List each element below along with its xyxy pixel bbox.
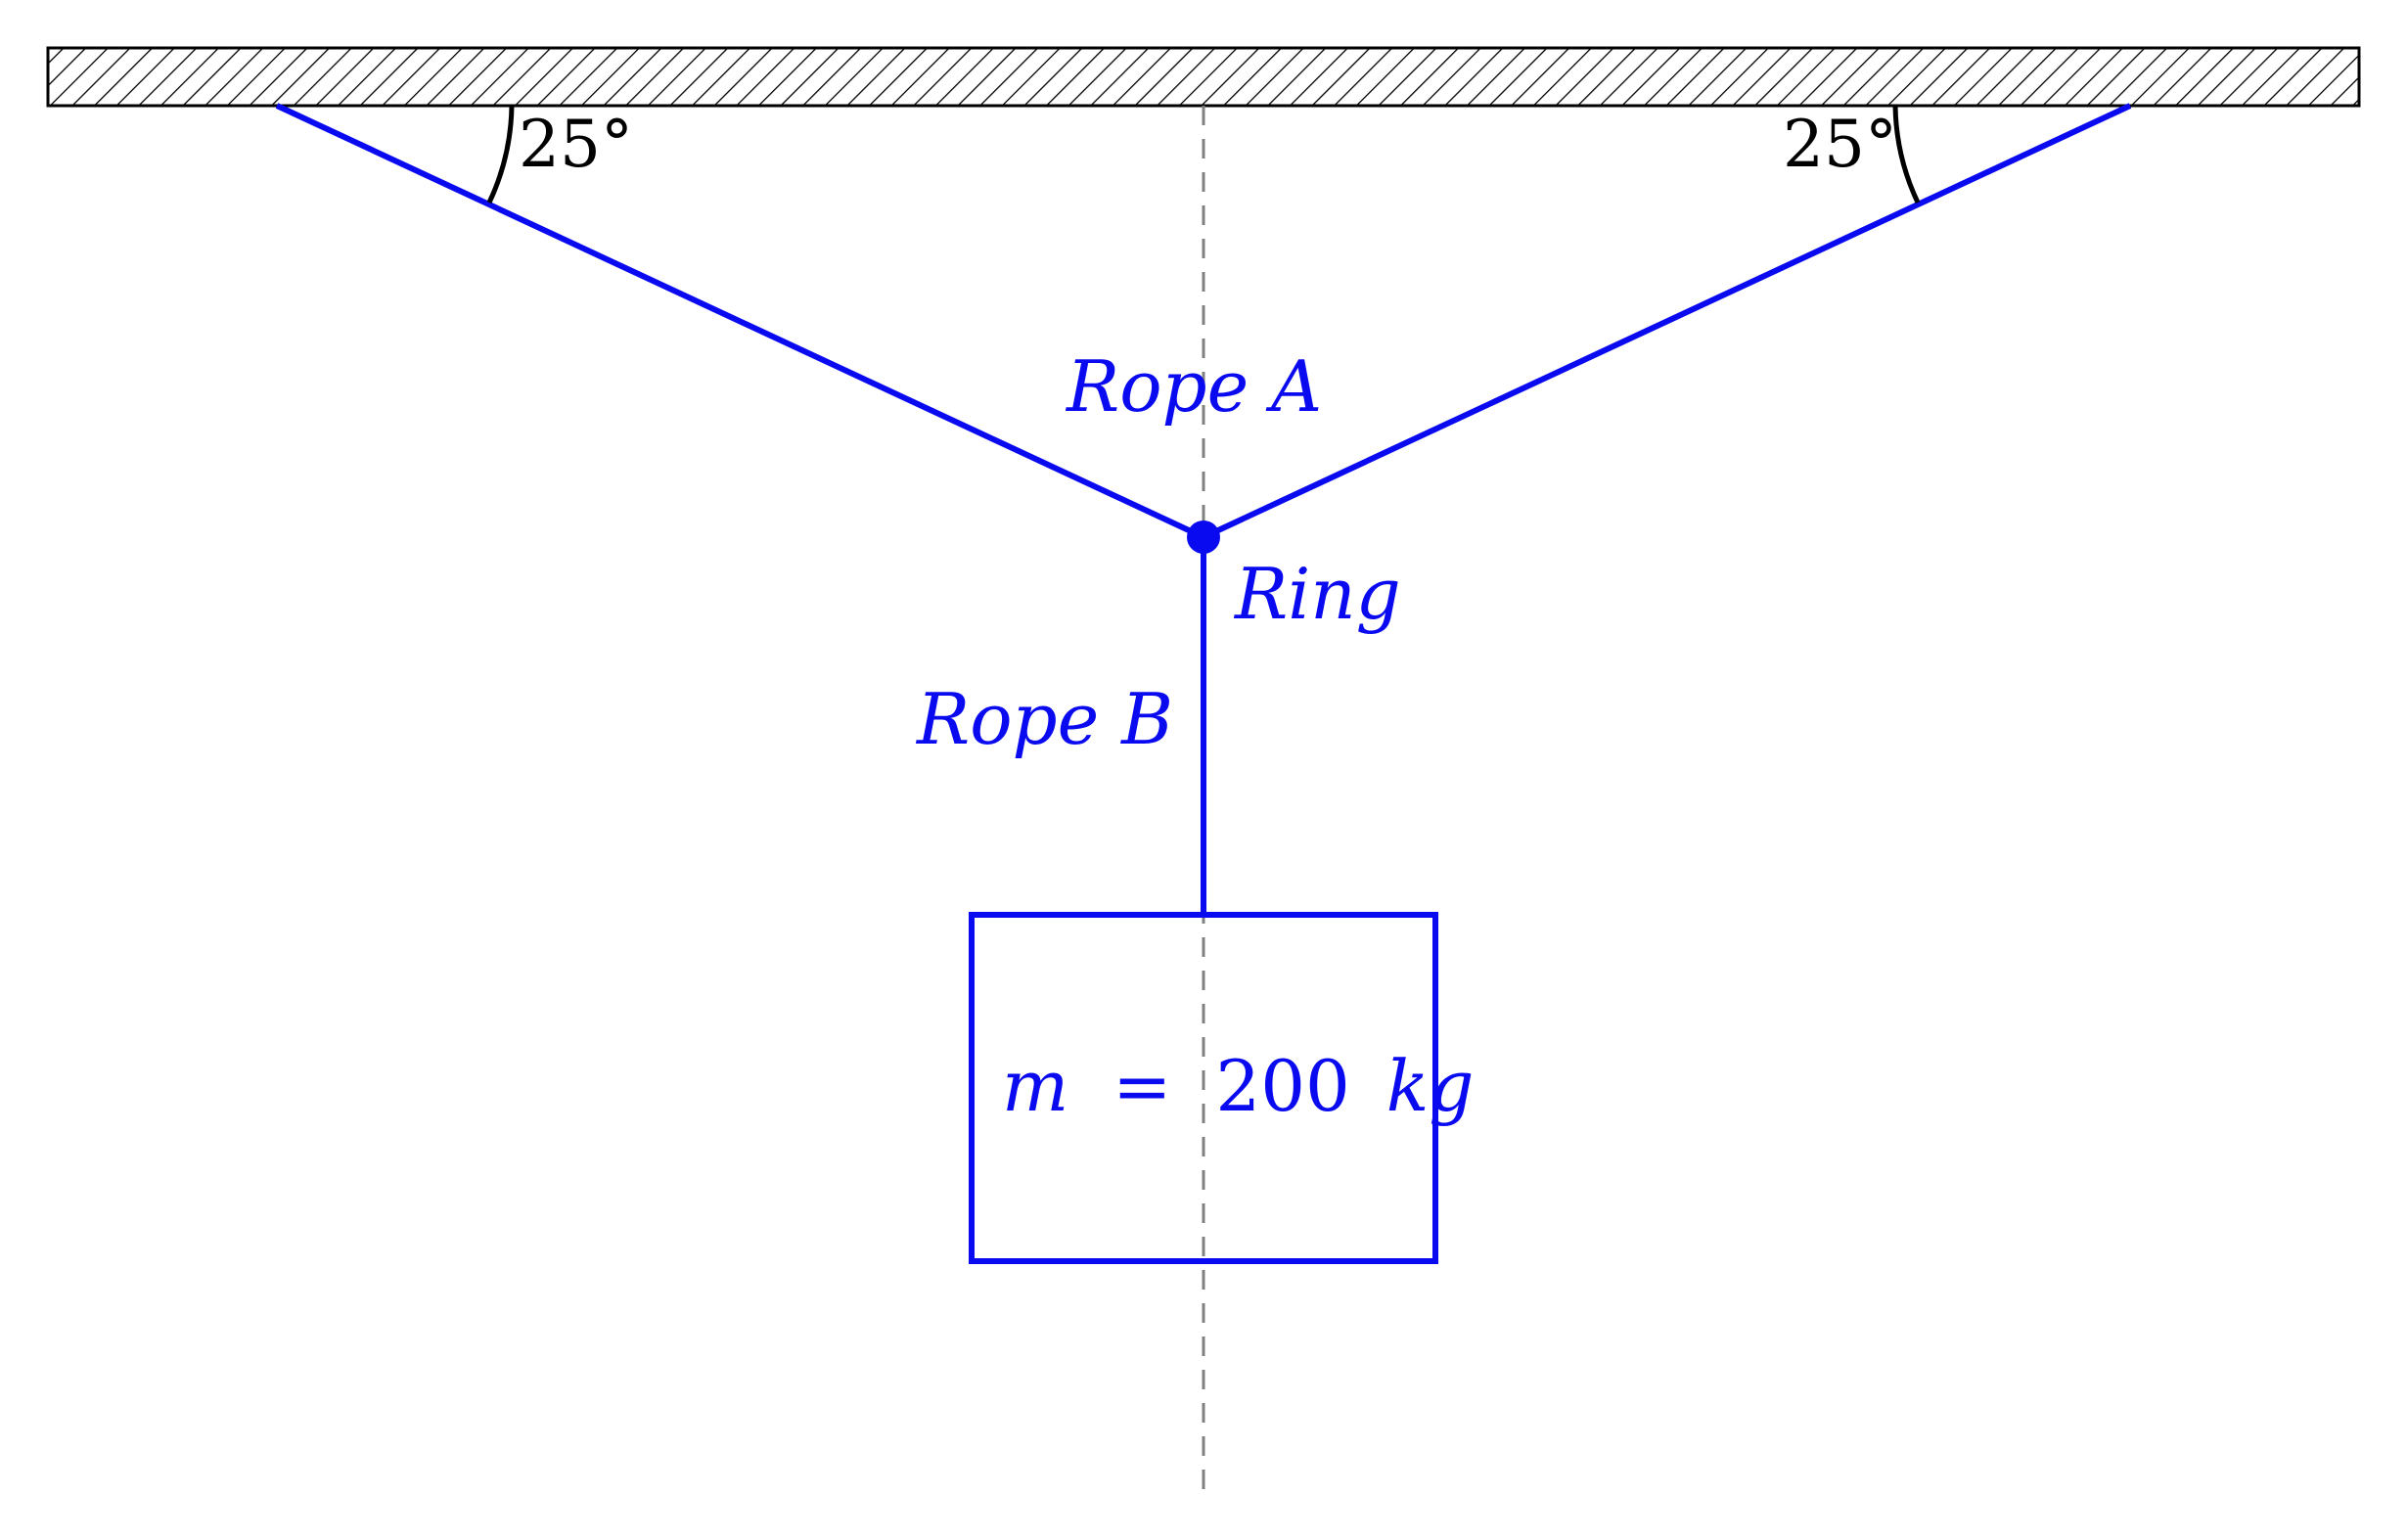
mass-label: m = 200 kg — [1002, 1045, 1474, 1127]
rope-b-label: Rope B — [915, 678, 1173, 760]
ring-label: Ring — [1233, 553, 1401, 635]
mass-symbol: m — [1002, 1045, 1068, 1127]
angle-arc-right — [1892, 105, 1921, 204]
mass-unit: kg — [1386, 1045, 1475, 1127]
ceiling-hatch — [46, 46, 2361, 108]
angle-arc-left — [486, 105, 515, 204]
rope-a-left — [275, 103, 1205, 540]
rope-a-right — [1202, 103, 2132, 540]
ceiling — [46, 46, 2361, 108]
mass-box — [969, 912, 1438, 1264]
ring — [1187, 521, 1220, 554]
angle-label-left: 25° — [519, 107, 633, 182]
mass-value: 200 — [1215, 1045, 1349, 1127]
mass-equals: = — [1113, 1045, 1171, 1127]
rope-a-label: Rope A — [1065, 345, 1322, 428]
angle-label-right: 25° — [1783, 107, 1897, 182]
